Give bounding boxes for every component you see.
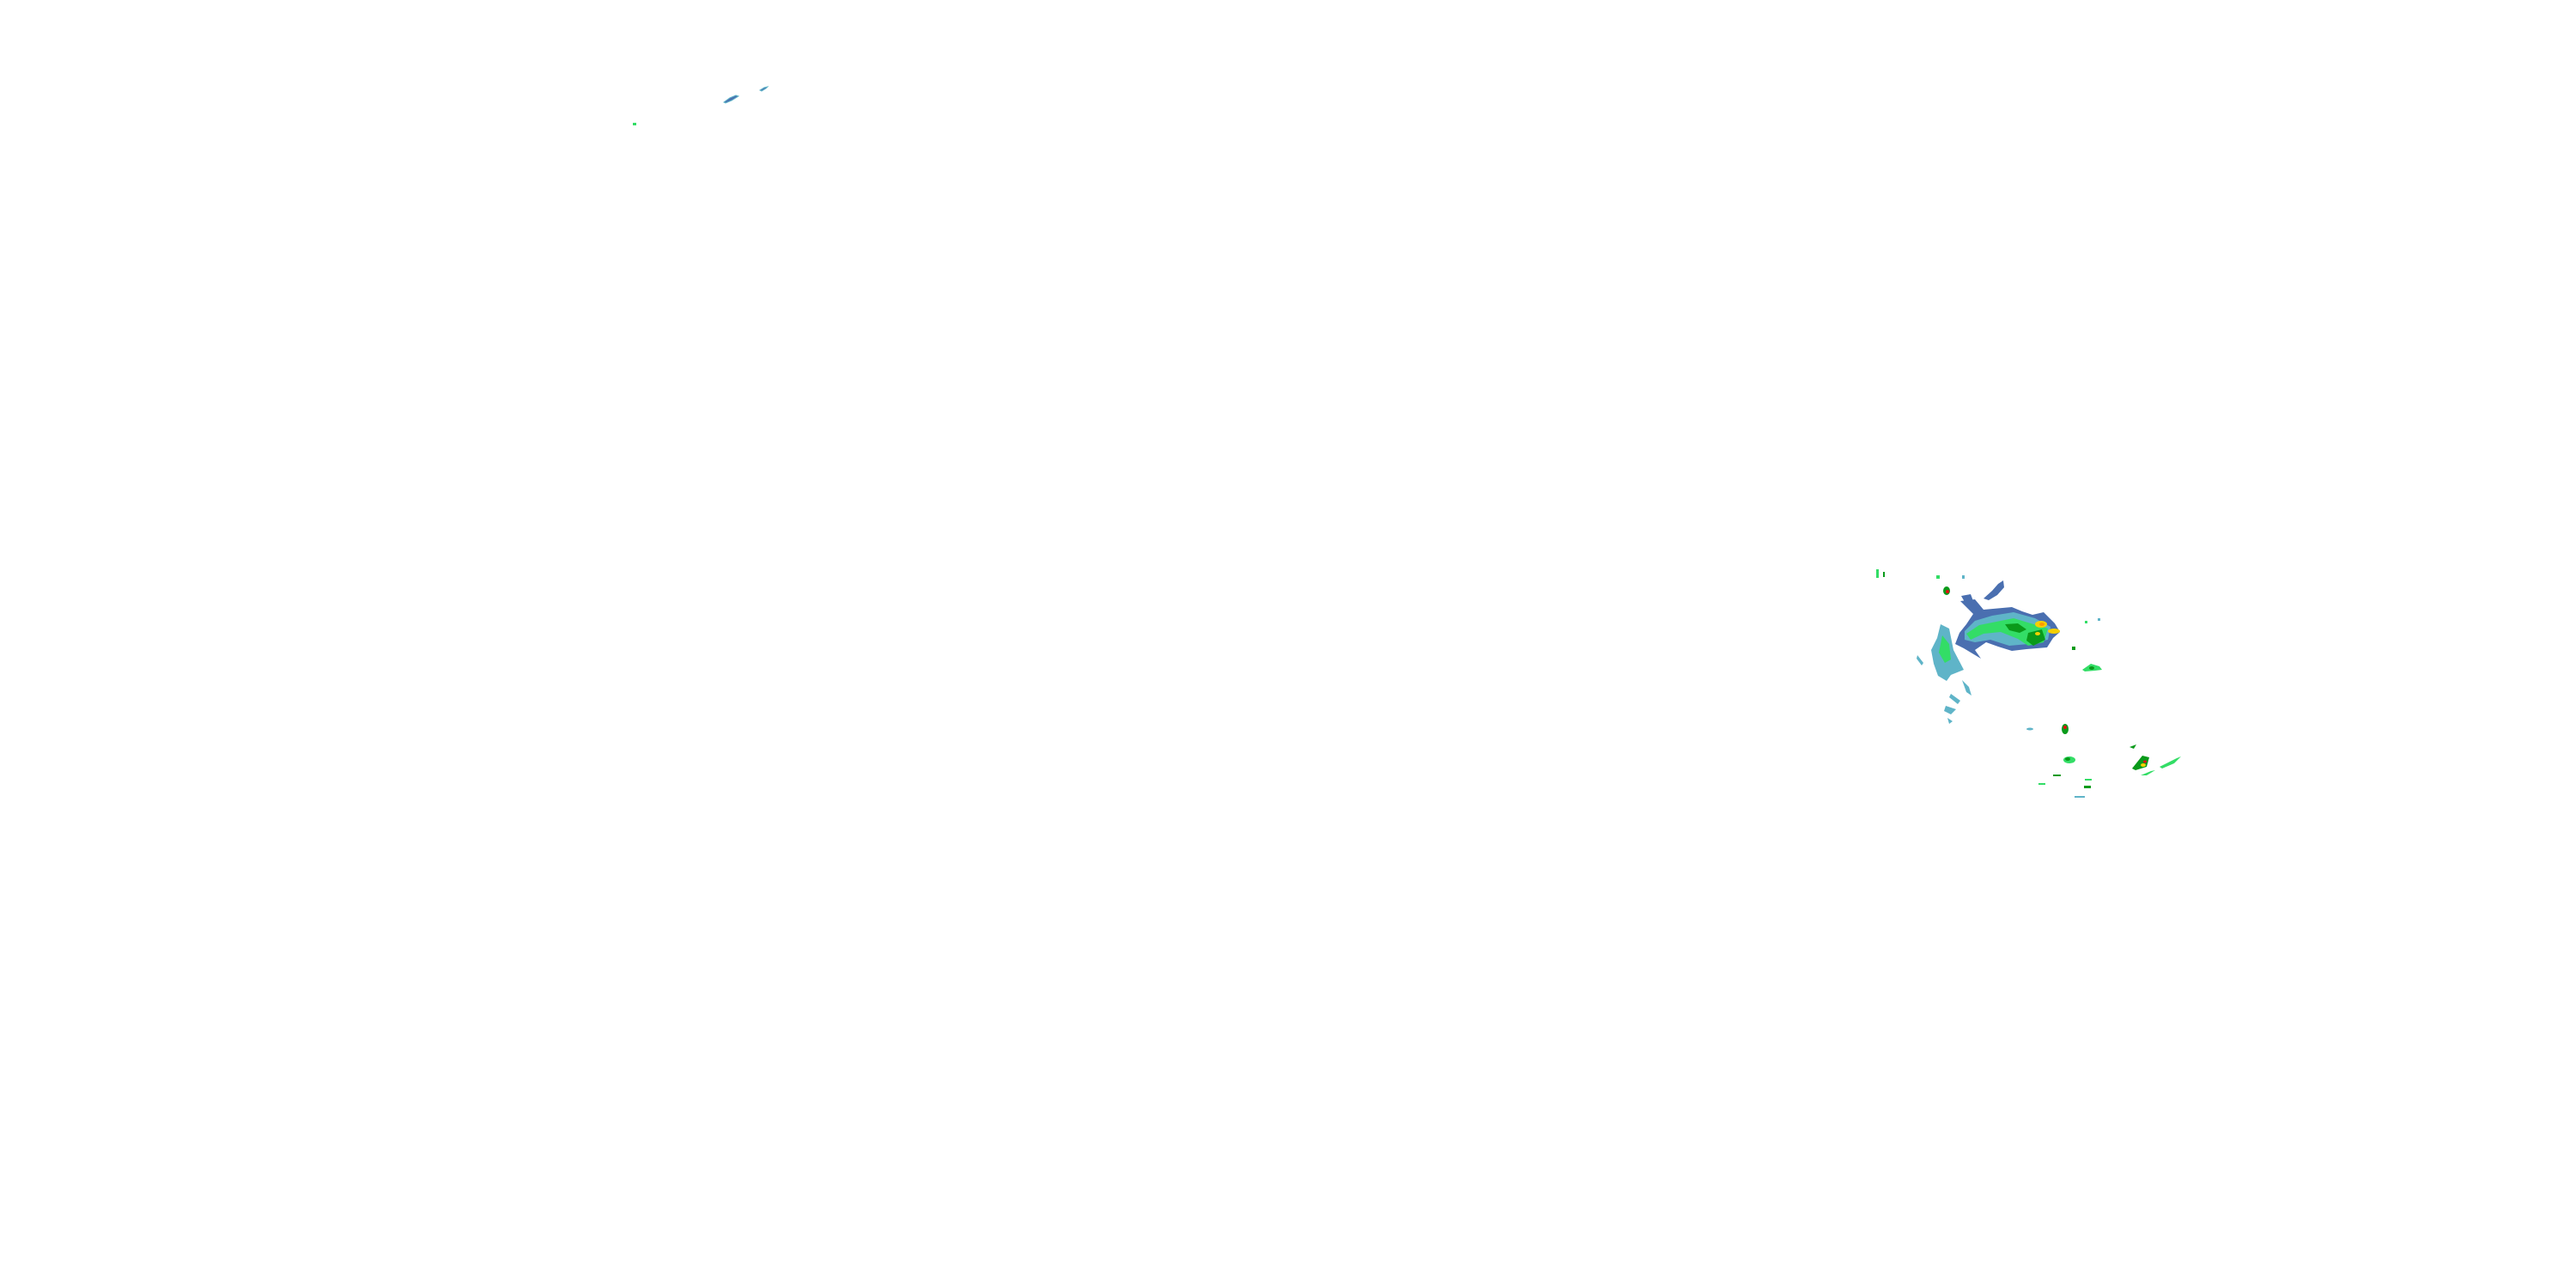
heavy-cells bbox=[2035, 621, 2060, 635]
echo-cell bbox=[2129, 744, 2136, 749]
echo-cell bbox=[1876, 569, 1879, 578]
echo-cell bbox=[723, 94, 740, 104]
echo-cell bbox=[2160, 756, 2181, 769]
upper-arm bbox=[1961, 580, 2004, 608]
echo-cluster-southeast bbox=[2026, 618, 2181, 798]
echo-cell bbox=[2141, 770, 2155, 775]
echo-cell bbox=[2098, 618, 2100, 621]
echo-cell bbox=[1936, 575, 1940, 579]
echo-cluster-main bbox=[1876, 569, 2060, 724]
echo-cluster-northwest bbox=[633, 86, 769, 125]
echo-cell bbox=[2053, 775, 2061, 776]
echo-cell bbox=[1883, 572, 1885, 577]
echo-cell bbox=[2084, 786, 2091, 788]
isolated-cell bbox=[1943, 586, 1950, 595]
echo-cell bbox=[2072, 647, 2075, 650]
echo-cell bbox=[2132, 756, 2149, 770]
echo-cell bbox=[2085, 779, 2092, 781]
echo-cell bbox=[2075, 796, 2085, 798]
convective-core bbox=[2005, 623, 2045, 646]
echo-cell bbox=[2038, 783, 2045, 785]
echo-cell bbox=[758, 86, 769, 92]
west-blob-core bbox=[1939, 635, 1951, 663]
echo-cell bbox=[2085, 621, 2087, 623]
echo-cell bbox=[2026, 727, 2033, 731]
echo-cell bbox=[1962, 575, 1965, 579]
echo-cell bbox=[633, 123, 636, 125]
southwest-streaks bbox=[1917, 655, 1971, 724]
